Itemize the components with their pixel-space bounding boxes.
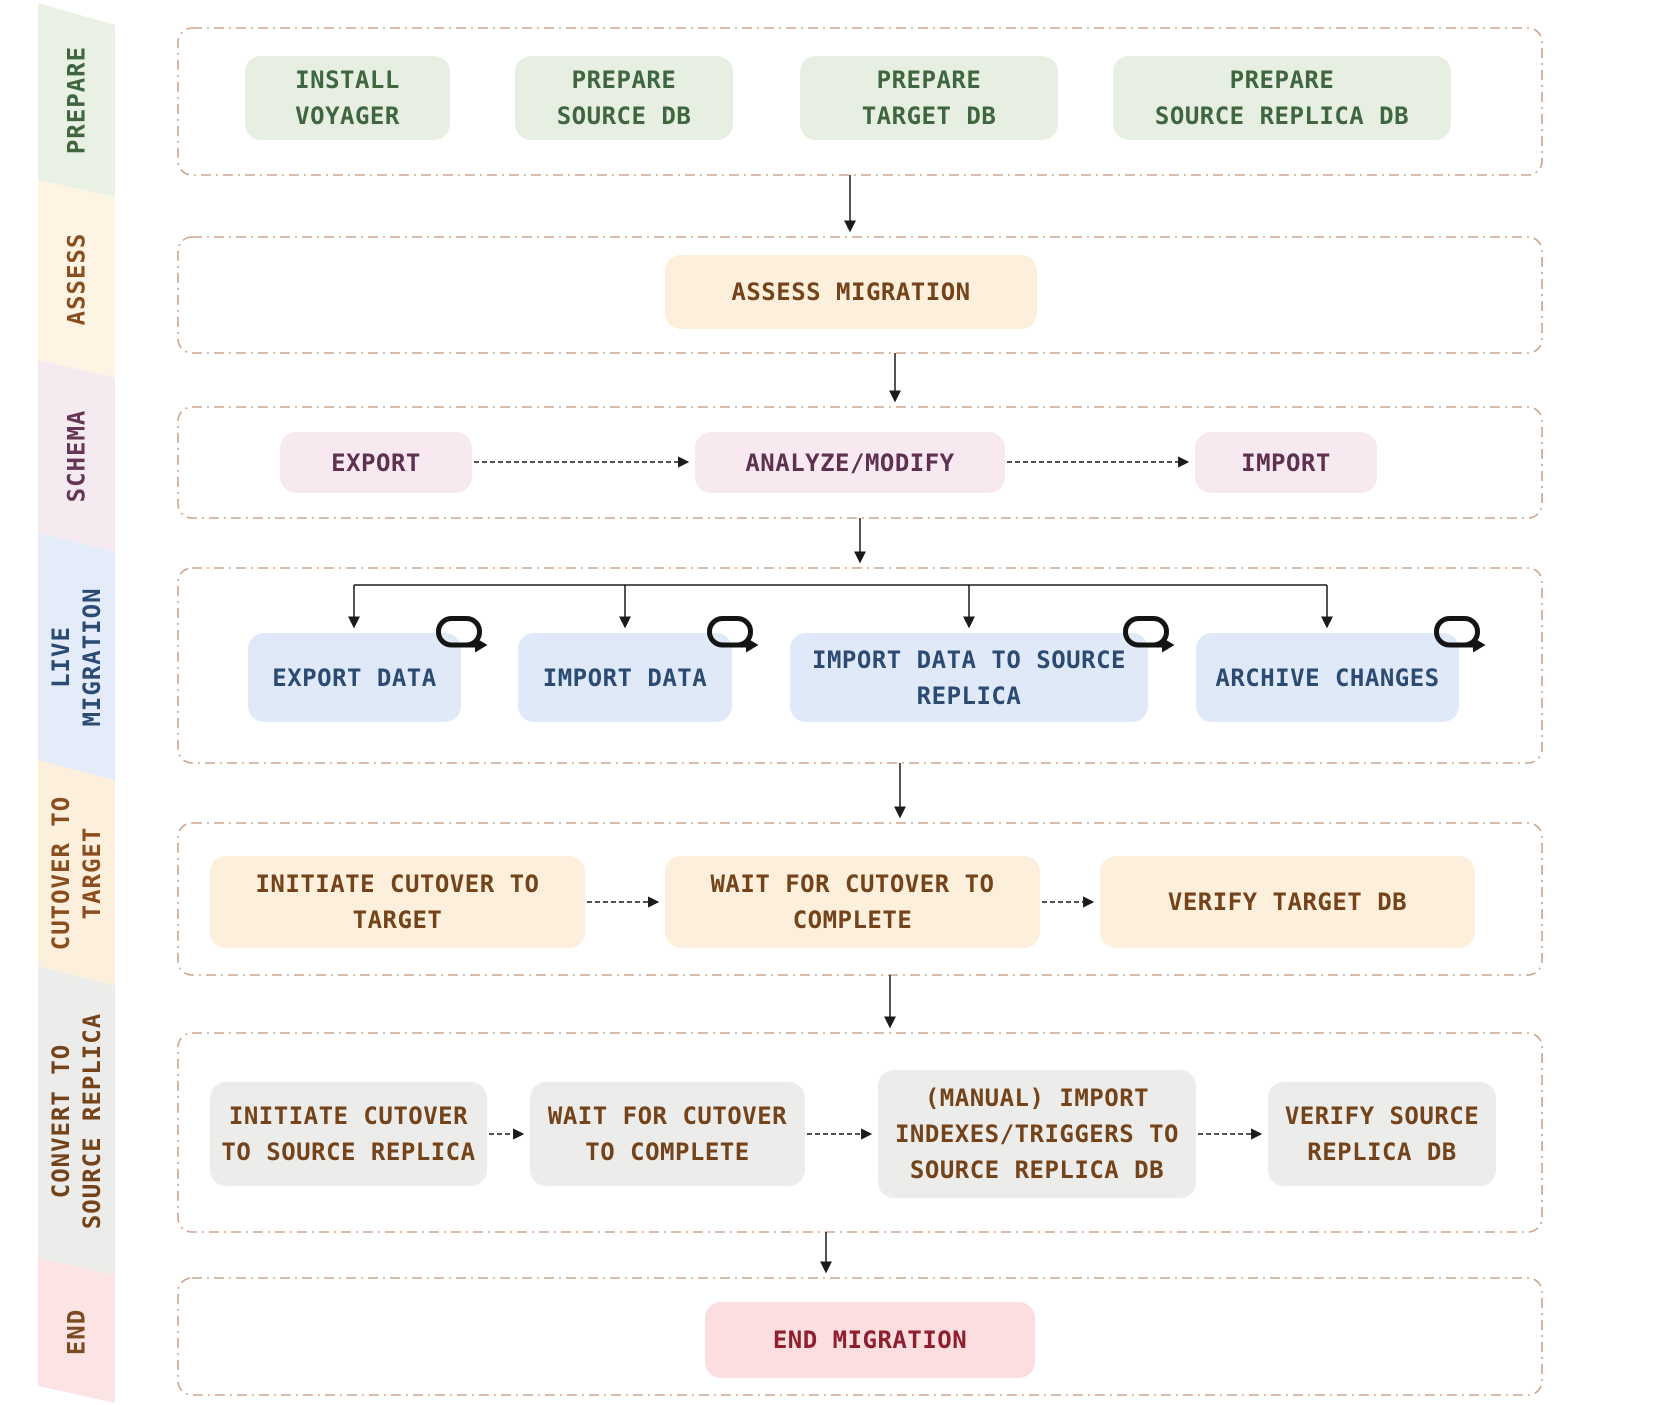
step-label: END MIGRATION <box>772 1326 968 1354</box>
step-import-schema: IMPORT <box>1195 432 1377 493</box>
phase-container-prepare <box>177 27 1543 176</box>
sidebar-label-line: SOURCE REPLICA <box>77 1012 106 1229</box>
sidebar-label-line: PREPARE <box>61 45 90 155</box>
step-label: PREPARE SOURCE DB <box>556 66 692 130</box>
step-archive-changes: ARCHIVE CHANGES <box>1196 633 1459 722</box>
step-label: INSTALL VOYAGER <box>295 66 400 130</box>
phase-containers <box>177 27 1543 1396</box>
sidebar-label-prepare: PREPARE <box>61 46 92 154</box>
sidebar-band-live-migration: LIVE MIGRATION <box>38 533 115 780</box>
phase-connector-arrows <box>820 175 906 1274</box>
sidebar-label-line: CONVERT TO <box>46 1043 75 1198</box>
live-migration-branch <box>348 584 1333 629</box>
loop-arrow-icon <box>1123 616 1175 653</box>
step-install-voyager: INSTALL VOYAGER <box>245 56 450 140</box>
step-label: VERIFY SOURCE REPLICA DB <box>1284 1102 1480 1166</box>
step-label: ARCHIVE CHANGES <box>1215 663 1440 692</box>
step-label: INITIATE CUTOVER TO TARGET <box>255 870 540 934</box>
step-label: WAIT FOR CUTOVER TO COMPLETE <box>547 1102 788 1166</box>
loop-arrow-icon <box>707 616 759 653</box>
step-analyze-modify-schema: ANALYZE/MODIFY <box>695 432 1005 493</box>
sidebar-label-line: LIVE <box>46 625 75 688</box>
phase-container-schema <box>177 406 1543 519</box>
sidebar-label-convert-to-source-replica: CONVERT TO SOURCE REPLICA <box>45 1012 107 1228</box>
step-label: ASSESS MIGRATION <box>731 278 971 306</box>
step-import-data-to-source-replica: IMPORT DATA TO SOURCE REPLICA <box>790 633 1148 722</box>
step-prepare-source-db: PREPARE SOURCE DB <box>515 56 733 140</box>
phase-container-convert-to-source-replica <box>177 1032 1543 1233</box>
phase-container-live-migration <box>177 567 1543 764</box>
sidebar-label-line: MIGRATION <box>77 586 106 727</box>
step-label: PREPARE SOURCE REPLICA DB <box>1154 66 1410 130</box>
step-label: (MANUAL) IMPORT INDEXES/TRIGGERS TO SOUR… <box>894 1084 1180 1184</box>
loop-arrow-icon <box>436 616 488 653</box>
sidebar-label-assess: ASSESS <box>61 233 92 326</box>
step-export-schema: EXPORT <box>280 432 472 493</box>
phase-container-cutover-to-target <box>177 822 1543 976</box>
step-label: EXPORT DATA <box>272 663 437 692</box>
sidebar-label-end: END <box>61 1308 92 1354</box>
step-import-data: IMPORT DATA <box>518 633 732 722</box>
sidebar-band-schema: SCHEMA <box>38 360 115 552</box>
sidebar-label-schema: SCHEMA <box>61 410 92 503</box>
phase-container-end <box>177 1277 1543 1396</box>
sidebar-band-cutover-to-target: CUTOVER TO TARGET <box>38 760 115 986</box>
phase-container-assess <box>177 236 1543 354</box>
step-wait-for-cutover-to-complete-target: WAIT FOR CUTOVER TO COMPLETE <box>665 856 1040 948</box>
step-label: VERIFY TARGET DB <box>1167 888 1408 916</box>
sidebar-label-line: SCHEMA <box>61 409 90 503</box>
step-label: ANALYZE/MODIFY <box>745 448 955 477</box>
step-export-data: EXPORT DATA <box>248 633 461 722</box>
step-verify-source-replica-db: VERIFY SOURCE REPLICA DB <box>1268 1082 1496 1186</box>
step-sequence-arrows <box>474 456 1263 1140</box>
sidebar-band-assess: ASSESS <box>38 180 115 378</box>
step-prepare-target-db: PREPARE TARGET DB <box>800 56 1058 140</box>
step-manual-import-indexes-triggers: (MANUAL) IMPORT INDEXES/TRIGGERS TO SOUR… <box>878 1070 1196 1198</box>
step-initiate-cutover-to-target: INITIATE CUTOVER TO TARGET <box>210 856 585 948</box>
step-label: PREPARE TARGET DB <box>861 66 997 130</box>
sidebar-label-line: END <box>61 1308 90 1355</box>
step-label: IMPORT DATA TO SOURCE REPLICA <box>812 645 1126 710</box>
sidebar-label-line: CUTOVER TO <box>46 795 75 951</box>
sidebar-band-convert-to-source-replica: CONVERT TO SOURCE REPLICA <box>38 966 115 1275</box>
step-assess-migration: ASSESS MIGRATION <box>665 255 1037 329</box>
step-label: IMPORT DATA <box>542 663 708 692</box>
sidebar-label-line: TARGET <box>77 826 106 920</box>
loop-arrow-icon <box>1434 616 1486 653</box>
step-label: IMPORT <box>1241 448 1331 477</box>
sidebar-label-live-migration: LIVE MIGRATION <box>45 587 107 726</box>
sidebar-label-cutover-to-target: CUTOVER TO TARGET <box>45 796 107 951</box>
step-initiate-cutover-to-source-replica: INITIATE CUTOVER TO SOURCE REPLICA <box>210 1082 487 1186</box>
step-wait-for-cutover-to-complete-replica: WAIT FOR CUTOVER TO COMPLETE <box>530 1082 805 1186</box>
step-label: EXPORT <box>331 448 421 477</box>
step-verify-target-db: VERIFY TARGET DB <box>1100 856 1475 948</box>
sidebar-label-line: ASSESS <box>61 232 90 326</box>
step-label: WAIT FOR CUTOVER TO COMPLETE <box>710 870 995 934</box>
step-label: INITIATE CUTOVER TO SOURCE REPLICA <box>221 1102 476 1166</box>
sidebar-band-end: END <box>38 1258 115 1403</box>
sidebar-band-prepare: PREPARE <box>38 3 115 197</box>
step-prepare-source-replica-db: PREPARE SOURCE REPLICA DB <box>1113 56 1451 140</box>
step-end-migration: END MIGRATION <box>705 1302 1035 1378</box>
